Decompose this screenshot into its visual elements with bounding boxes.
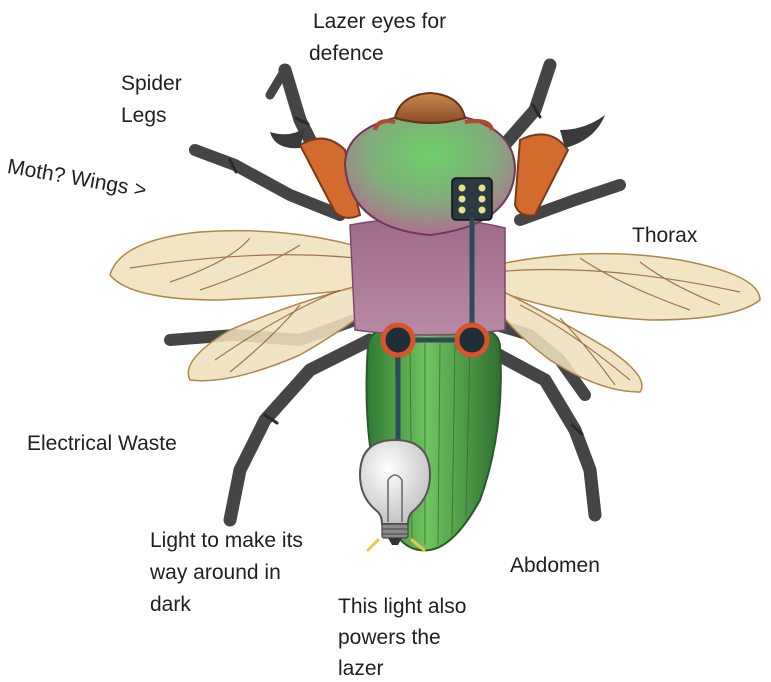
node-right: [457, 325, 487, 355]
label-lazer-eyes-line2: defence: [309, 40, 384, 67]
label-spider-legs-line1: Spider: [121, 70, 182, 97]
label-abdomen: Abdomen: [510, 552, 600, 579]
label-thorax: Thorax: [632, 222, 697, 249]
label-light-line3: dark: [150, 591, 191, 618]
label-powers-line3: lazer: [338, 655, 384, 682]
chip: [452, 178, 492, 220]
label-light-line1: Light to make its: [150, 527, 303, 554]
pincer-right: [560, 115, 605, 148]
label-electrical-waste: Electrical Waste: [27, 430, 177, 457]
label-powers-line1: This light also: [338, 593, 466, 620]
bulb-tip: [388, 538, 402, 545]
head: [395, 93, 465, 123]
label-powers-line2: powers the: [338, 624, 441, 651]
node-left: [383, 325, 413, 355]
label-light-line2: way around in: [150, 559, 281, 586]
label-lazer-eyes-line1: Lazer eyes for: [313, 8, 446, 35]
pincer-left: [270, 128, 305, 148]
bulb-base: [382, 524, 408, 538]
label-spider-legs-line2: Legs: [121, 102, 167, 129]
